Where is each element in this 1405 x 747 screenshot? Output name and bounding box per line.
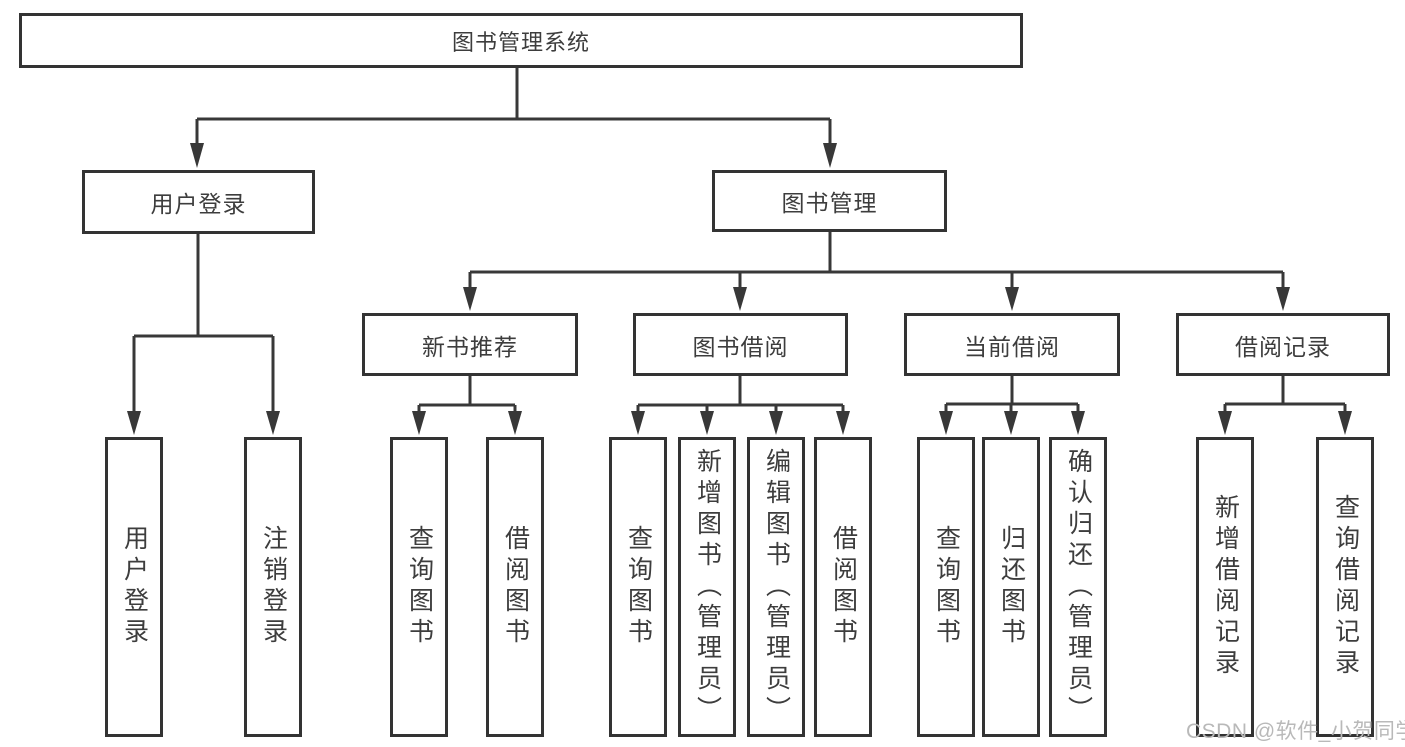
arrowhead xyxy=(1276,287,1290,311)
leaf-confirm-return-admin: 确认归还（管理员） xyxy=(1049,437,1107,737)
leaf-add-borrow-record: 新增借阅记录 xyxy=(1196,437,1254,737)
arrowhead xyxy=(1338,411,1352,435)
leaf-borrow-books: 借阅图书 xyxy=(814,437,872,737)
connector-book-borrow xyxy=(636,376,845,412)
arrowhead xyxy=(733,287,747,311)
node-book-management: 图书管理 xyxy=(712,170,947,232)
leaf-return-books: 归还图书 xyxy=(982,437,1040,737)
node-book-borrow: 图书借阅 xyxy=(633,313,848,376)
arrowhead xyxy=(769,411,783,435)
csdn-watermark: CSDN @软件_小贺同学 xyxy=(1186,720,1405,743)
node-user-login: 用户登录 xyxy=(82,170,315,234)
leaf-query-books-recommend: 查询图书 xyxy=(390,437,448,737)
arrowhead xyxy=(508,411,522,435)
leaf-user-login: 用户登录 xyxy=(105,437,163,737)
arrowhead xyxy=(1071,411,1085,435)
arrowhead xyxy=(412,411,426,435)
node-current-borrow: 当前借阅 xyxy=(904,313,1120,376)
connector-user-login xyxy=(132,234,275,412)
arrowhead xyxy=(939,411,953,435)
leaf-query-books-borrow: 查询图书 xyxy=(609,437,667,737)
node-borrow-records: 借阅记录 xyxy=(1176,313,1390,376)
arrowhead xyxy=(127,411,141,435)
arrowhead xyxy=(1004,411,1018,435)
arrowhead xyxy=(1005,287,1019,311)
connector-root xyxy=(195,68,832,144)
node-new-book-recommend: 新书推荐 xyxy=(362,313,578,376)
arrowhead xyxy=(190,143,204,168)
leaf-borrow-books-recommend: 借阅图书 xyxy=(486,437,544,737)
arrowhead xyxy=(700,411,714,435)
arrowhead xyxy=(631,411,645,435)
leaf-query-borrow-record: 查询借阅记录 xyxy=(1316,437,1374,737)
node-root-library-system: 图书管理系统 xyxy=(19,13,1023,68)
connector-current-borrow xyxy=(944,376,1080,412)
leaf-query-books-current: 查询图书 xyxy=(917,437,975,737)
leaf-add-books-admin: 新增图书（管理员） xyxy=(678,437,736,737)
leaf-logout-login: 注销登录 xyxy=(244,437,302,737)
arrowhead xyxy=(1218,411,1232,435)
arrowhead xyxy=(836,411,850,435)
connector-book-management xyxy=(468,232,1285,288)
arrowhead xyxy=(823,143,837,168)
connector-borrow-records xyxy=(1223,376,1347,412)
arrowhead xyxy=(463,287,477,311)
leaf-edit-books-admin: 编辑图书（管理员） xyxy=(747,437,805,737)
connector-new-book-recommend xyxy=(417,376,517,412)
arrowhead xyxy=(266,411,280,435)
